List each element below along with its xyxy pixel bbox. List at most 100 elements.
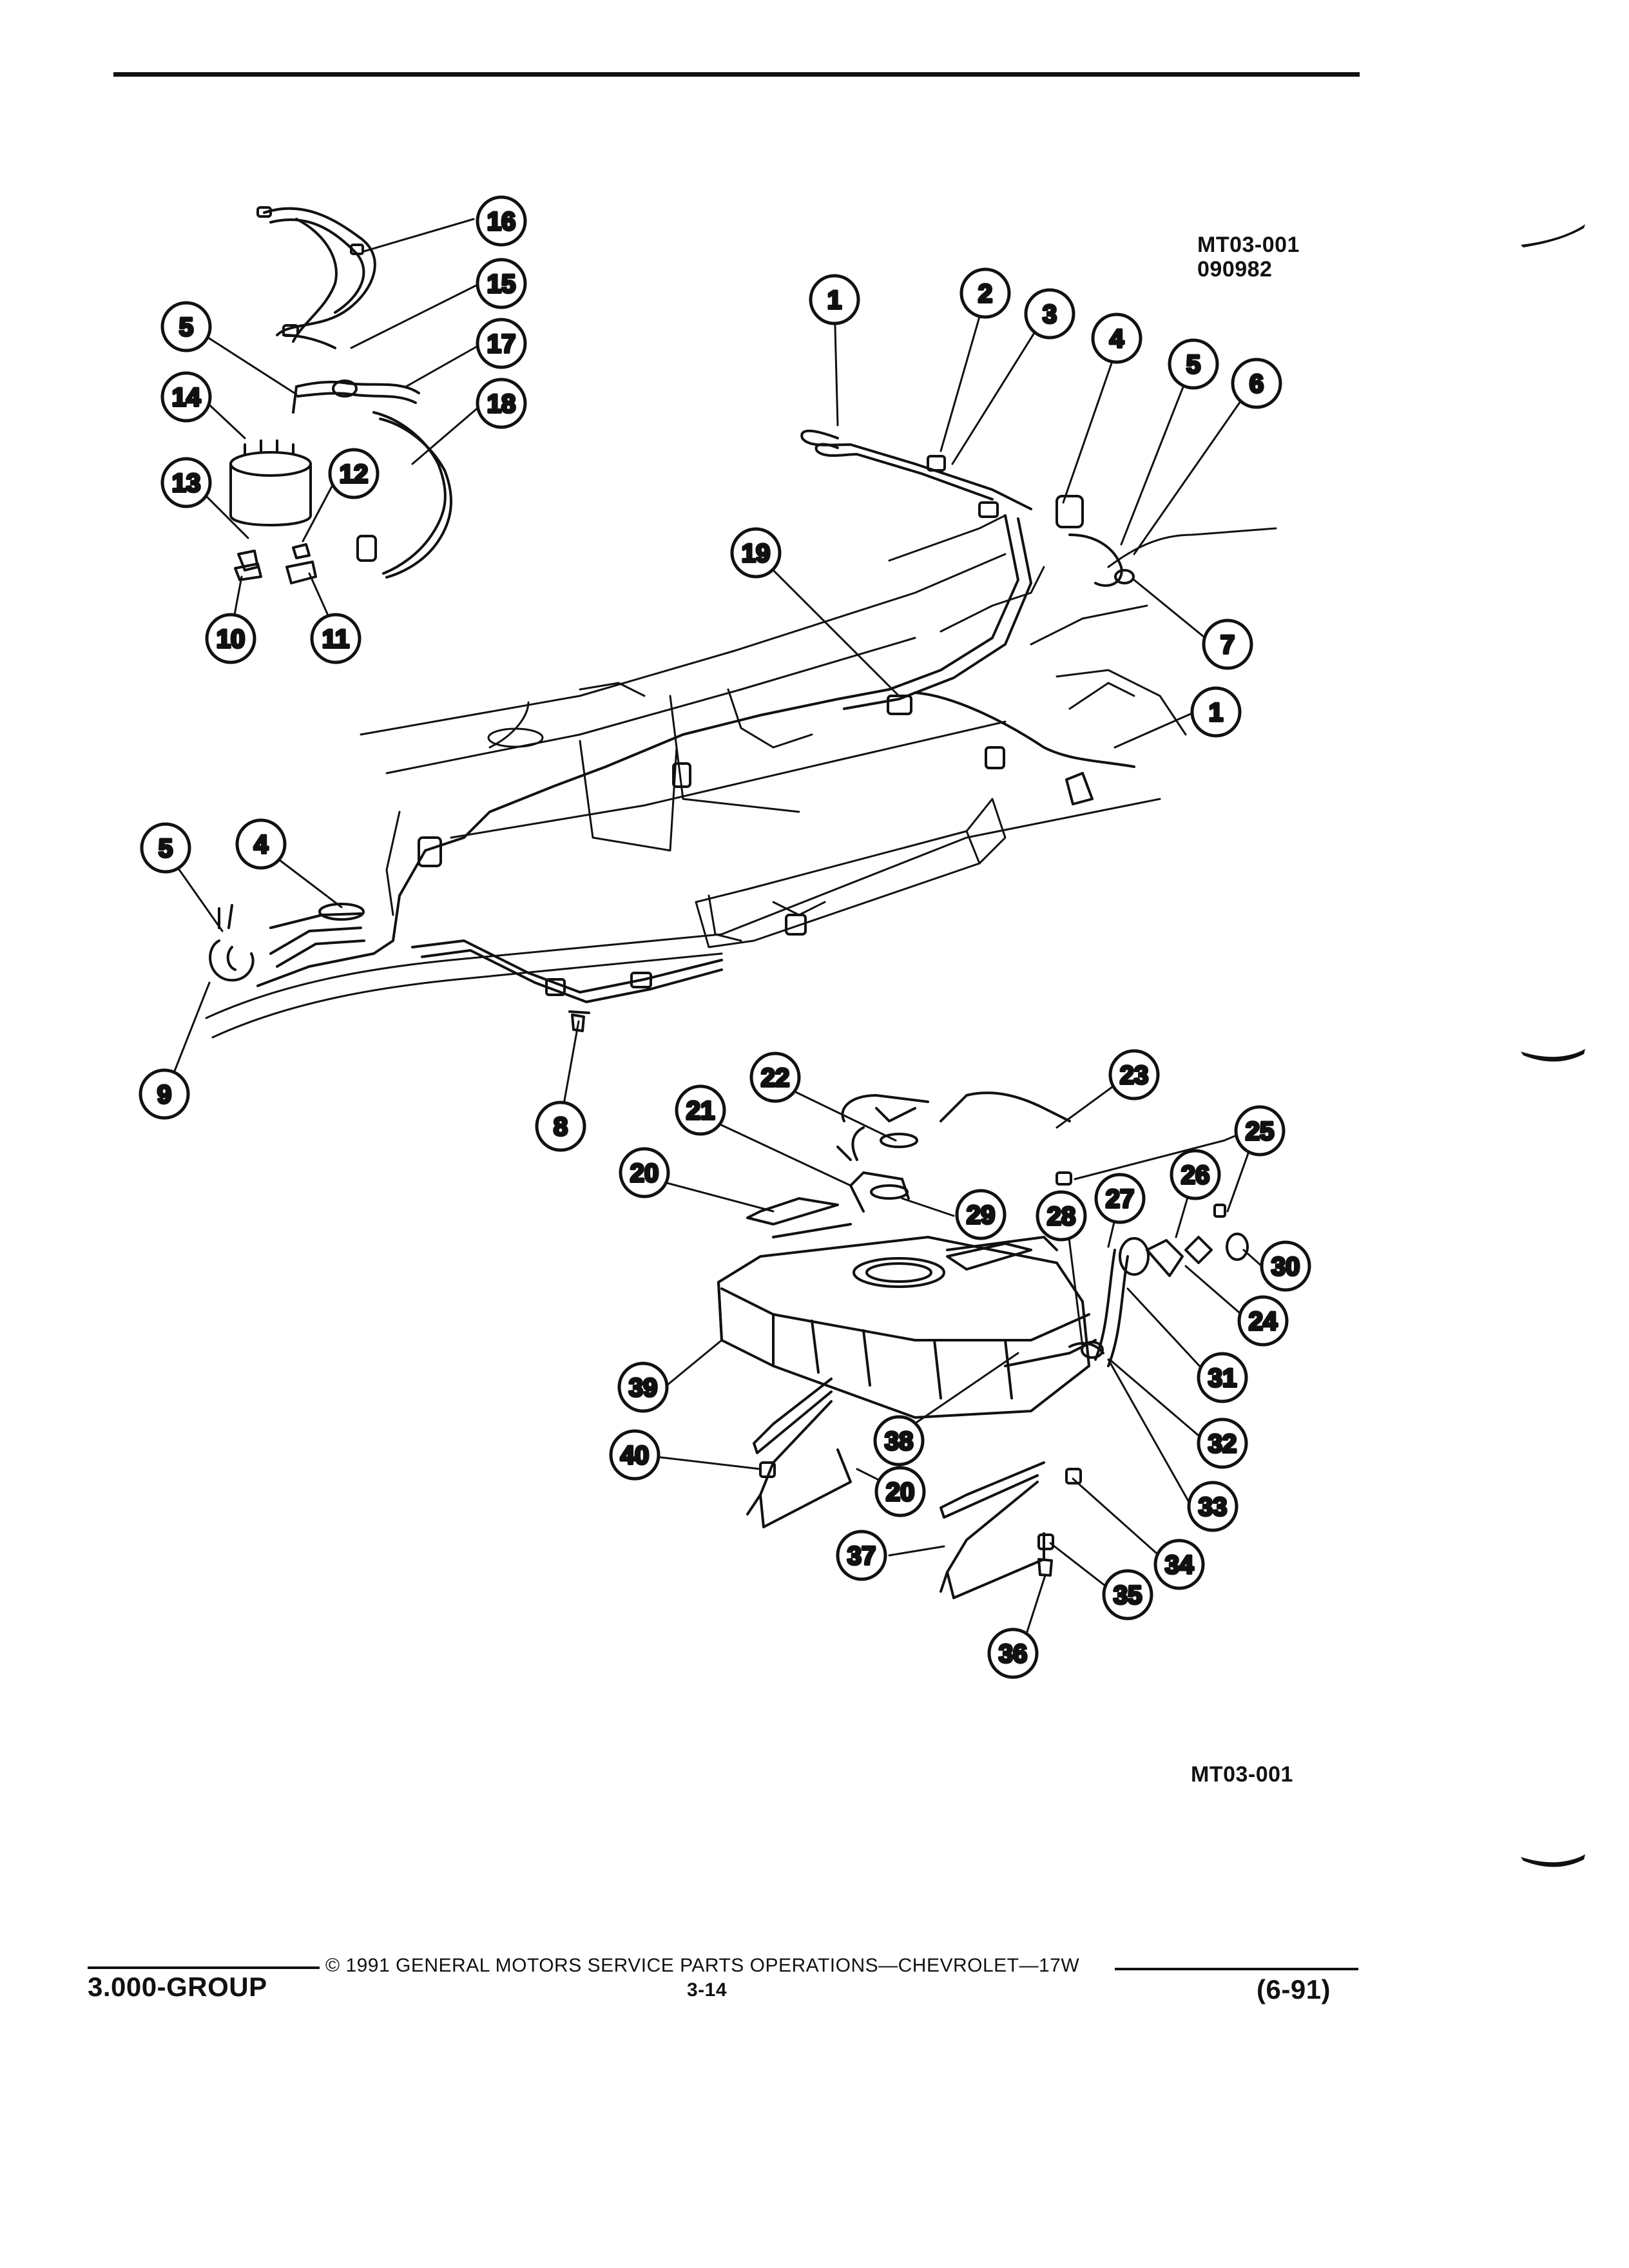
tank-straps <box>746 1378 1045 1599</box>
svg-text:26: 26 <box>1181 1161 1210 1189</box>
callout-27: 27 <box>1094 1173 1146 1224</box>
footer-rule-right <box>1115 1968 1358 1970</box>
fuel-tank <box>717 1223 1097 1419</box>
margin-mark <box>1521 224 1585 247</box>
svg-text:37: 37 <box>847 1542 876 1570</box>
svg-text:39: 39 <box>629 1374 658 1402</box>
svg-text:28: 28 <box>1047 1202 1076 1231</box>
callout-28: 28 <box>1036 1190 1087 1242</box>
svg-text:9: 9 <box>157 1081 171 1109</box>
fuel-sender-assembly <box>746 1091 1071 1271</box>
svg-text:30: 30 <box>1271 1253 1300 1281</box>
canister-brackets <box>234 535 377 584</box>
wiring-harness <box>256 206 376 349</box>
bolt-8 <box>568 1010 590 1032</box>
footer-page-number: 3-14 <box>687 1979 728 2001</box>
callout-23: 23 <box>1108 1049 1160 1100</box>
line-clips <box>418 455 1135 996</box>
svg-text:6: 6 <box>1249 370 1264 398</box>
callout-40: 40 <box>609 1429 660 1481</box>
callout-3: 3 <box>1024 288 1075 340</box>
callout-5: 5 <box>140 822 191 874</box>
svg-text:35: 35 <box>1113 1581 1142 1610</box>
callout-20: 20 <box>619 1147 670 1198</box>
callout-9: 9 <box>139 1068 190 1120</box>
callout-13: 13 <box>160 457 212 508</box>
callout-37: 37 <box>836 1530 887 1581</box>
margin-mark <box>1521 1049 1585 1062</box>
svg-text:27: 27 <box>1106 1185 1135 1213</box>
svg-text:21: 21 <box>686 1097 715 1125</box>
callout-29: 29 <box>955 1189 1007 1240</box>
svg-text:4: 4 <box>1110 325 1124 353</box>
svg-text:22: 22 <box>761 1064 790 1092</box>
footer-rule-left <box>88 1966 320 1969</box>
callout-4: 4 <box>235 818 287 870</box>
callout-4: 4 <box>1091 312 1142 364</box>
svg-text:33: 33 <box>1199 1493 1228 1521</box>
callout-19: 19 <box>730 527 782 579</box>
callout-34: 34 <box>1153 1539 1205 1590</box>
callout-11: 11 <box>310 613 361 664</box>
callout-10: 10 <box>205 613 256 664</box>
callout-2: 2 <box>959 267 1011 319</box>
callout-21: 21 <box>675 1084 726 1136</box>
svg-text:24: 24 <box>1249 1307 1278 1336</box>
svg-text:38: 38 <box>885 1427 914 1456</box>
svg-text:5: 5 <box>1186 351 1200 379</box>
margin-mark <box>1521 1854 1585 1867</box>
svg-text:19: 19 <box>742 539 771 568</box>
figure-reference-code: 090982 <box>1197 257 1273 282</box>
callout-18: 18 <box>476 378 527 429</box>
top-rule <box>113 72 1360 77</box>
svg-text:40: 40 <box>621 1441 650 1470</box>
evap-canister <box>229 439 312 526</box>
svg-text:4: 4 <box>254 831 269 859</box>
callout-25: 25 <box>1234 1105 1286 1157</box>
callout-7: 7 <box>1202 619 1253 670</box>
svg-text:5: 5 <box>179 313 193 341</box>
fuel-lines <box>256 429 1135 1003</box>
svg-text:16: 16 <box>487 207 516 236</box>
footer-group: 3.000-GROUP <box>88 1972 267 2002</box>
callout-33: 33 <box>1187 1481 1239 1532</box>
callout-22: 22 <box>749 1052 801 1103</box>
callout-30: 30 <box>1260 1240 1311 1292</box>
leader-lines <box>163 218 1263 1657</box>
vapor-hose-assembly <box>292 380 452 579</box>
svg-text:15: 15 <box>487 270 516 298</box>
svg-text:29: 29 <box>967 1201 996 1229</box>
svg-text:31: 31 <box>1208 1364 1237 1392</box>
filter-and-fitting-left <box>209 903 365 982</box>
callout-39: 39 <box>617 1361 669 1413</box>
svg-text:1: 1 <box>827 286 842 314</box>
callout-36: 36 <box>987 1628 1039 1679</box>
callout-26: 26 <box>1170 1149 1221 1200</box>
svg-text:10: 10 <box>217 625 246 653</box>
svg-text:36: 36 <box>999 1640 1028 1668</box>
svg-text:20: 20 <box>886 1478 915 1506</box>
callout-24: 24 <box>1237 1295 1289 1347</box>
callout-15: 15 <box>476 258 527 309</box>
svg-text:2: 2 <box>978 280 992 308</box>
callout-20: 20 <box>874 1466 926 1517</box>
svg-text:20: 20 <box>630 1159 659 1187</box>
svg-text:1: 1 <box>1209 698 1223 727</box>
callout-5: 5 <box>160 301 212 352</box>
callout-1: 1 <box>1190 686 1242 738</box>
callout-31: 31 <box>1197 1352 1248 1403</box>
svg-text:32: 32 <box>1208 1430 1237 1458</box>
callout-12: 12 <box>328 448 380 499</box>
underbody-outline <box>205 514 1277 1039</box>
svg-text:23: 23 <box>1120 1061 1149 1090</box>
svg-text:12: 12 <box>340 460 369 488</box>
figure-reference-bottom: MT03-001 <box>1191 1762 1293 1787</box>
callout-1: 1 <box>809 274 860 325</box>
svg-text:18: 18 <box>487 390 516 418</box>
figure-reference-top: MT03-001 <box>1197 233 1300 257</box>
svg-text:5: 5 <box>159 834 173 863</box>
callout-17: 17 <box>476 318 527 369</box>
footer-copyright: © 1991 GENERAL MOTORS SERVICE PARTS OPER… <box>325 1955 1080 1976</box>
